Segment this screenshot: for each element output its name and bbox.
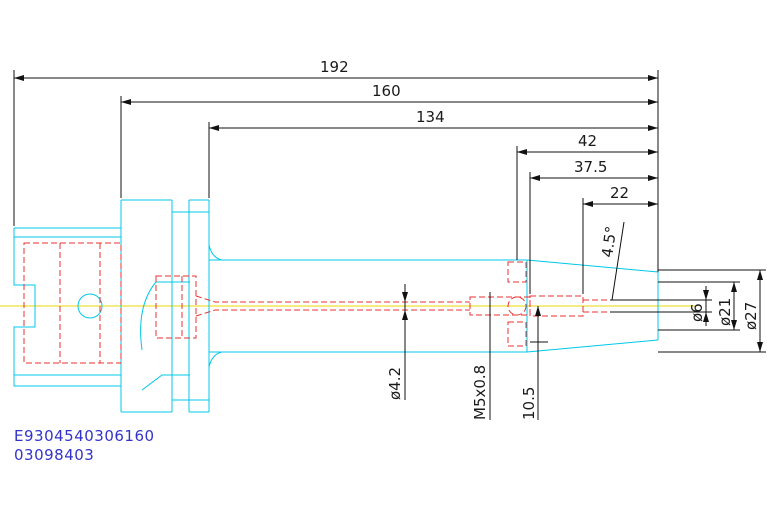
dim-160: 160 [372,82,401,100]
dim-dia-4-2: ø4.2 [386,367,404,400]
dim-37-5: 37.5 [574,158,607,176]
dim-192: 192 [320,58,349,76]
dim-taper-angle: 4.5° [598,225,620,259]
dim-offset-10-5: 10.5 [520,387,538,420]
dim-dia-21: ø21 [716,298,734,326]
shank-outline [13,199,210,413]
arrowheads [14,75,763,352]
dim-dia-27: ø27 [742,302,760,330]
dim-134: 134 [416,108,445,126]
dim-thread: M5x0.8 [471,365,489,420]
hidden-lines [23,242,610,364]
dim-22: 22 [610,184,629,202]
body-outline [208,244,659,368]
dim-42: 42 [578,132,597,150]
dimension-lines [13,70,766,420]
part-code-line1: E9304540306160 [14,427,155,445]
part-code-line2: 03098403 [14,446,95,464]
dim-dia-6: ø6 [688,303,706,322]
